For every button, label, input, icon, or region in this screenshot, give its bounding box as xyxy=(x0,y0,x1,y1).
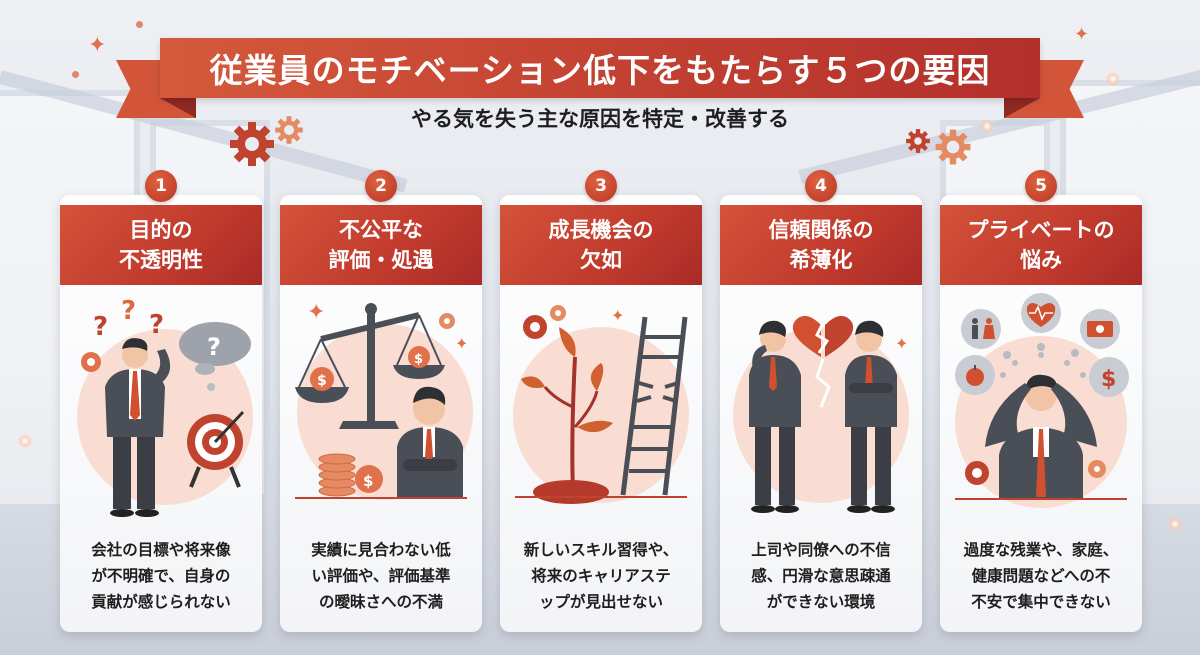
description-line: 上司や同僚への不信 xyxy=(751,541,891,559)
factor-number-badge: 4 xyxy=(805,170,837,202)
page-title: 従業員のモチベーション低下をもたらす５つの要因 xyxy=(209,51,991,90)
svg-text:✦: ✦ xyxy=(307,300,325,325)
svg-text:?: ? xyxy=(93,312,108,342)
description-line: 健康問題などへの不 xyxy=(971,567,1111,585)
svg-text:$: $ xyxy=(363,472,373,490)
factor-number-badge: 1 xyxy=(145,170,177,202)
card-title-line: 成長機会の xyxy=(548,218,654,242)
factor-number-badge: 2 xyxy=(365,170,397,202)
sparkle-icon: ✦ xyxy=(1074,24,1090,45)
decor-dot xyxy=(72,71,79,78)
description-line: 実績に見合わない低 xyxy=(311,541,451,559)
confused-man-with-target-icon: ? ? ? ? xyxy=(77,296,253,517)
svg-text:$: $ xyxy=(1101,367,1116,392)
svg-text:?: ? xyxy=(207,333,221,361)
card-title-line: 悩み xyxy=(1020,248,1062,272)
description-line: 新しいスキル習得や、 xyxy=(523,541,679,559)
card-title: プライベートの 悩み xyxy=(940,205,1142,285)
factor-number-badge: 3 xyxy=(585,170,617,202)
factor-card-1: 目的の 不透明性 ? ? ? ? 会社の目標や将来像 が不明確で、自身の 貢献が… xyxy=(60,195,262,632)
description-line: ができない環境 xyxy=(766,593,876,611)
gear-icon xyxy=(935,129,971,165)
card-description: 会社の目標や将来像 が不明確で、自身の 貢献が感じられない xyxy=(66,537,256,615)
unbalanced-scale-icon: ✦ ✦ $ $ $ xyxy=(295,300,473,500)
description-line: 貢献が感じられない xyxy=(91,593,231,611)
card-title-line: 不公平な xyxy=(339,218,423,242)
card-description: 過度な残業や、家庭、 健康問題などへの不 不安で集中できない xyxy=(946,537,1136,615)
description-line: が不明確で、自身の xyxy=(91,567,231,585)
card-title: 目的の 不透明性 xyxy=(60,205,262,285)
factor-card-2: 不公平な 評価・処遇 ✦ ✦ $ $ $ 実績に見合わない低 い評価や、評価基準 xyxy=(280,195,482,632)
card-title-line: 希薄化 xyxy=(789,248,853,272)
ribbon-band: 従業員のモチベーション低下をもたらす５つの要因 xyxy=(160,38,1040,98)
plant-and-broken-ladder-icon: ✦ xyxy=(513,305,689,504)
description-line: 将来のキャリアステ xyxy=(531,567,671,585)
sparkle-icon: ✦ xyxy=(88,33,107,58)
light-glow xyxy=(980,119,994,133)
light-glow xyxy=(1168,517,1182,531)
card-description: 新しいスキル習得や、 将来のキャリアステ ップが見出せない xyxy=(506,537,696,615)
svg-text:✦: ✦ xyxy=(895,334,908,353)
svg-text:$: $ xyxy=(414,352,423,367)
gear-icon xyxy=(230,122,274,166)
description-line: 会社の目標や将来像 xyxy=(91,541,231,559)
description-line: 不安で集中できない xyxy=(971,593,1111,611)
gear-icon xyxy=(275,116,303,144)
card-title-line: 目的の xyxy=(129,218,193,242)
description-line: 過度な残業や、家庭、 xyxy=(963,541,1119,559)
card-description: 実績に見合わない低 い評価や、評価基準 の曖昧さへの不満 xyxy=(286,537,476,615)
broken-heart-colleagues-icon: ✦ xyxy=(733,315,909,513)
card-title-line: プライベートの xyxy=(967,218,1115,242)
stressed-man-with-worries-icon: $ xyxy=(955,293,1129,508)
svg-text:?: ? xyxy=(149,310,164,340)
page-subtitle: やる気を失う主な原因を特定・改善する xyxy=(411,107,789,131)
light-glow xyxy=(18,434,32,448)
light-glow xyxy=(1106,72,1120,86)
card-title-line: 不透明性 xyxy=(119,248,203,272)
title-ribbon: 従業員のモチベーション低下をもたらす５つの要因 xyxy=(116,38,1084,118)
card-title: 信頼関係の 希薄化 xyxy=(720,205,922,285)
description-line: 感、円滑な意思疎通 xyxy=(751,567,891,585)
svg-text:?: ? xyxy=(121,296,136,326)
description-line: い評価や、評価基準 xyxy=(311,567,451,585)
card-description: 上司や同僚への不信 感、円滑な意思疎通 ができない環境 xyxy=(726,537,916,615)
card-title: 成長機会の 欠如 xyxy=(500,205,702,285)
card-title-line: 欠如 xyxy=(580,248,622,272)
factor-card-5: プライベートの 悩み $ 過度な残業や、家庭、 健康問題などへの不 不安で集中で… xyxy=(940,195,1142,632)
svg-text:$: $ xyxy=(317,373,327,389)
card-title-line: 評価・処遇 xyxy=(328,248,434,272)
factor-card-4: 信頼関係の 希薄化 ✦ 上司や同僚への不信 感、円滑な意思疎通 ができない環境 xyxy=(720,195,922,632)
decor-dot xyxy=(136,21,143,28)
svg-text:✦: ✦ xyxy=(455,334,468,353)
card-title: 不公平な 評価・処遇 xyxy=(280,205,482,285)
gear-icon xyxy=(906,129,930,153)
svg-text:✦: ✦ xyxy=(611,306,624,325)
description-line: ップが見出せない xyxy=(538,593,663,611)
description-line: の曖昧さへの不満 xyxy=(318,593,443,611)
factor-number-badge: 5 xyxy=(1025,170,1057,202)
card-title-line: 信頼関係の xyxy=(768,218,874,242)
factor-card-3: 成長機会の 欠如 ✦ 新しいスキル習得や、 将来のキャリアステ ップが見出せない xyxy=(500,195,702,632)
